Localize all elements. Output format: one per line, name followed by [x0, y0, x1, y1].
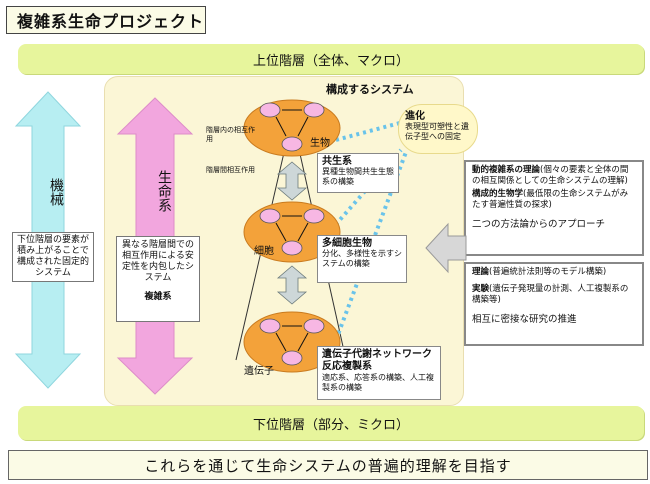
inter-layer-label: 階層間相互作用 — [206, 166, 255, 174]
gene-network-box: 遺伝子代謝ネットワーク反応複製系 適応系、応答系の構築、人工複製系の構築 — [317, 346, 441, 400]
upper-layer-label: 上位階層（全体、マクロ） — [252, 53, 409, 69]
gene-network-title: 遺伝子代謝ネットワーク反応複製系 — [322, 349, 432, 372]
double-arrow-icon — [276, 161, 308, 305]
gene-network-desc: 適応系、応答系の構築、人工複製系の構築 — [322, 373, 434, 392]
symbiosis-title: 共生系 — [322, 156, 352, 167]
multicell-desc: 分化、多様性を示すシステムの構築 — [322, 249, 402, 268]
life-system-label: 生命系 — [156, 170, 172, 212]
lower-layer-band: 下位階層（部分、ミクロ） — [18, 406, 644, 440]
mechanical-label: 機械 — [48, 178, 64, 206]
level-organism: 生物 — [310, 138, 330, 149]
lower-layer-label: 下位階層（部分、ミクロ） — [252, 417, 409, 433]
methodology-item1-desc: (個々の要素と全体の間の相互関係としての生命システムの理解) — [472, 165, 629, 186]
research-item1-desc: (普遍統計法則等のモデル構築) — [489, 267, 607, 277]
methodology-item2-desc: (最低限の生命システムがみたす普遍性質の探求) — [472, 189, 629, 210]
evolution-title: 進化 — [405, 111, 425, 122]
mechanical-desc: 下位階層の要素が積み上がることで構成された固定的システム — [12, 232, 94, 282]
page-title: 複雑系生命プロジェクト — [6, 6, 206, 34]
symbiosis-desc: 異種生物間共生生態系の構築 — [322, 167, 394, 186]
research-panel: 理論(普遍統計法則等のモデル構築) 実験(遺伝子発現量の計測、人工複製系の構築等… — [464, 262, 644, 346]
research-footer: 相互に密接な研究の推進 — [472, 314, 577, 325]
level-gene: 遺伝子 — [244, 366, 274, 377]
life-system-sub: 複雑系 — [144, 292, 172, 302]
multicell-title: 多細胞生物 — [322, 238, 372, 249]
research-item2-title: 実験 — [472, 284, 490, 294]
life-system-desc: 異なる階層間での相互作用による安定性を内包したシステム — [121, 240, 194, 283]
evolution-bubble: 進化 表現型可塑性と遺伝子型への固定 — [398, 104, 478, 154]
multicell-box: 多細胞生物 分化、多様性を示すシステムの構築 — [317, 235, 407, 283]
goal-statement: これらを通じて生命システムの普遍的理解を目指す — [8, 450, 648, 480]
symbiosis-box: 共生系 異種生物間共生生態系の構築 — [317, 153, 399, 193]
research-item1-title: 理論 — [472, 267, 490, 277]
methodology-footer: 二つの方法論からのアプローチ — [472, 219, 606, 230]
intra-layer-label: 階層内の相互作用 — [206, 126, 255, 143]
methodology-item1-title: 動的複雑系の理論 — [472, 165, 541, 175]
evolution-desc: 表現型可塑性と遺伝子型への固定 — [405, 122, 469, 141]
arrow-left-gray-icon — [425, 222, 467, 274]
level-cell: 細胞 — [254, 246, 274, 257]
upper-layer-band: 上位階層（全体、マクロ） — [18, 44, 644, 74]
life-system-box: 異なる階層間での相互作用による安定性を内包したシステム 複雑系 — [116, 236, 200, 322]
system-title: 構成するシステム — [326, 83, 414, 96]
research-item2-desc: (遺伝子発現量の計測、人工複製系の構築等) — [472, 284, 629, 305]
methodology-item2-title: 構成的生物学 — [472, 189, 524, 199]
methodology-panel: 動的複雑系の理論(個々の要素と全体の間の相互関係としての生命システムの理解) 構… — [464, 160, 644, 256]
